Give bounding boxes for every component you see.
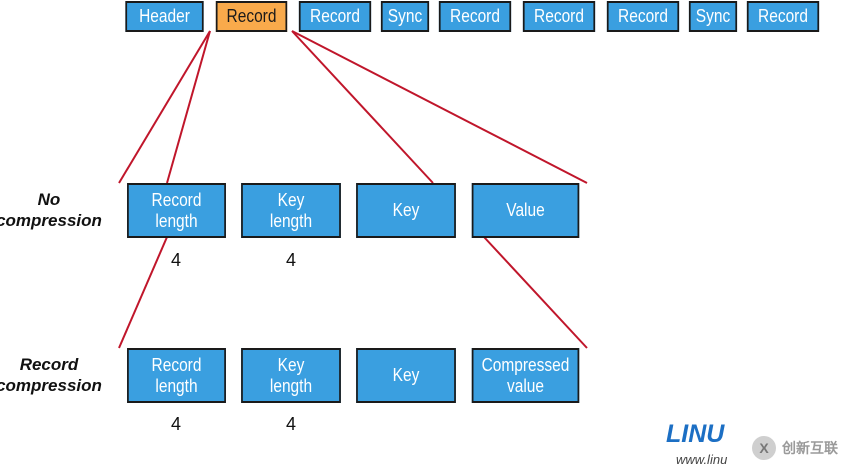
connector-line — [291, 30, 588, 184]
value-field: Value — [471, 183, 580, 238]
key-field: Key — [356, 348, 456, 403]
watermark-url: www.linu — [676, 452, 728, 467]
no-compression-label: No compression — [0, 189, 109, 231]
record-cell-highlighted: Record — [215, 1, 288, 32]
connector-line — [118, 30, 211, 184]
watermark-cn-text: 创新互联 — [782, 440, 838, 456]
record-cell: Record — [298, 1, 372, 32]
connector-line — [483, 236, 588, 349]
label-line: No — [37, 190, 61, 209]
record-length-size: 4 — [170, 414, 181, 434]
record-cell: Record — [746, 1, 820, 32]
label-line: compression — [0, 211, 102, 230]
watermark-brand: LINU — [666, 420, 725, 448]
label-line: compression — [0, 376, 102, 395]
record-cell: Record — [522, 1, 596, 32]
sync-cell: Sync — [380, 1, 430, 32]
watermark-logo: LINU www.linu X 创新互联 — [664, 420, 848, 473]
key-length-size: 4 — [285, 250, 296, 270]
sync-cell: Sync — [688, 1, 738, 32]
key-field: Key — [356, 183, 456, 238]
connector-line — [291, 30, 434, 184]
record-cell: Record — [438, 1, 512, 32]
header-cell: Header — [125, 1, 204, 32]
record-length-size: 4 — [170, 250, 181, 270]
connector-line — [118, 236, 168, 349]
record-compression-label: Record compression — [0, 354, 109, 396]
connector-line — [166, 30, 211, 184]
key-length-size: 4 — [285, 414, 296, 434]
label-line: Record — [19, 355, 79, 374]
record-cell: Record — [606, 1, 680, 32]
watermark-badge-icon: X — [752, 436, 776, 460]
